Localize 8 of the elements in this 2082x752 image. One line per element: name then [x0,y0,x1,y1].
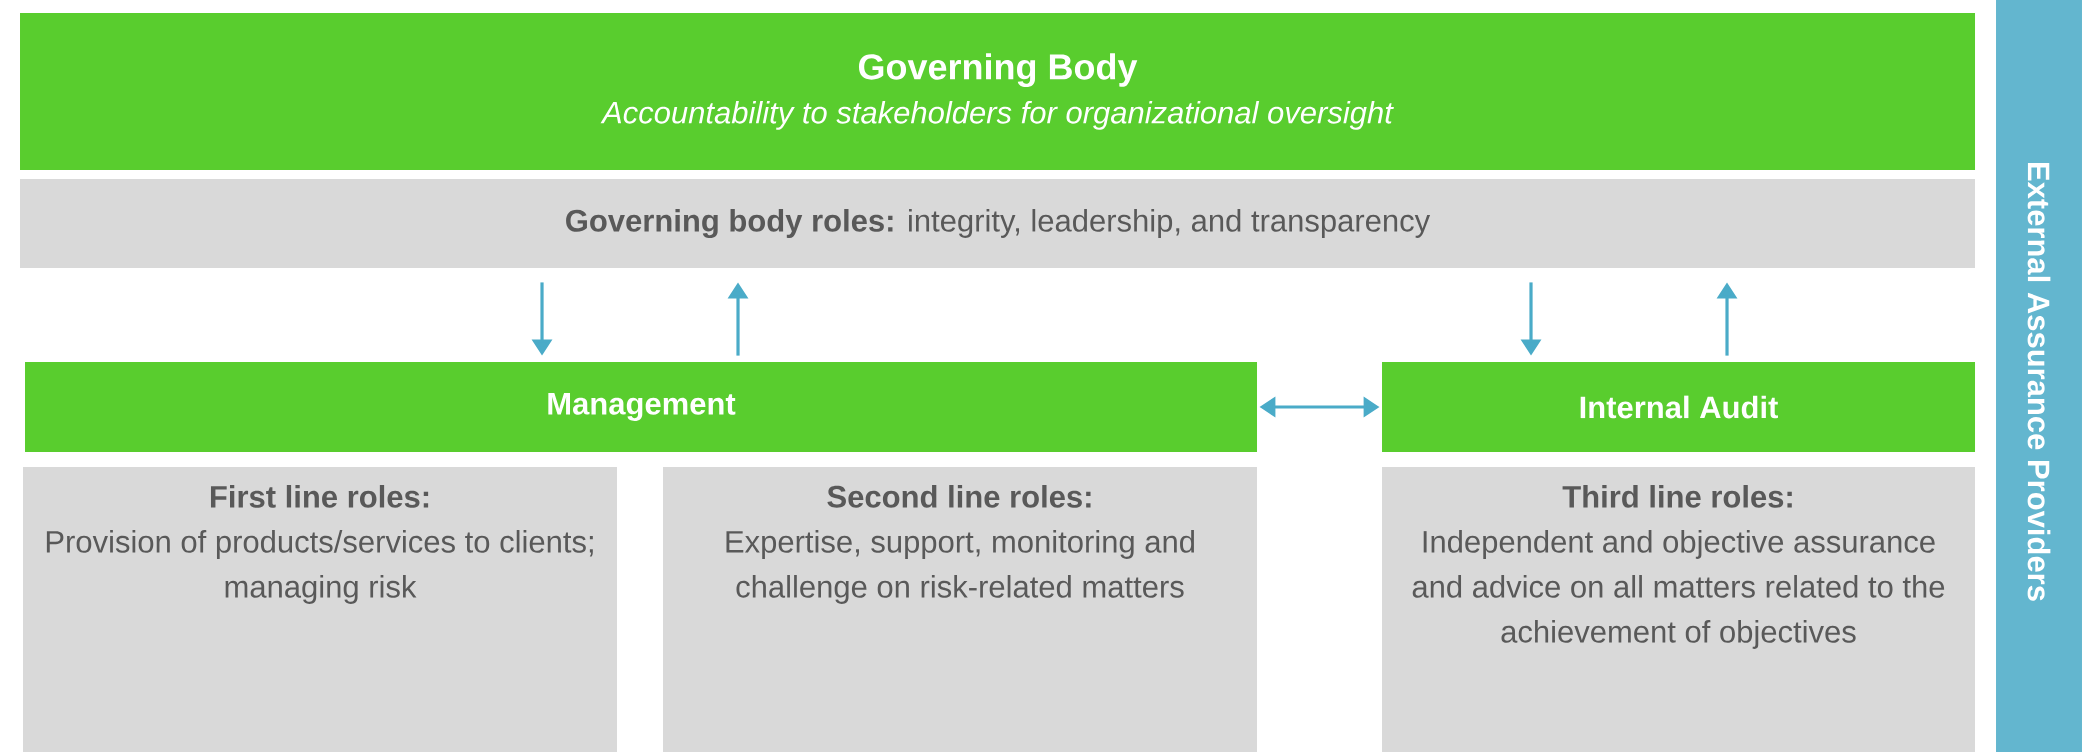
side-band: External Assurance Providers [1996,0,2082,752]
roles-panel: Third line roles: Independent and objective assurance and advice on all matters related to the achievement of objectives [1382,467,1975,752]
roles-band: Governing body roles: integrity, leadership, and transparency [20,179,1975,268]
process-bar: Management [25,362,1257,452]
process-bar: Internal Audit [1382,362,1975,452]
roles-panel: Second line roles: Expertise, support, monitoring and challenge on risk-related matters [663,467,1257,752]
header-band: Governing Body Accountability to stakeholders for organizational oversight [20,13,1975,170]
roles-panel: First line roles: Provision of products/services to clients; managing risk [23,467,617,752]
